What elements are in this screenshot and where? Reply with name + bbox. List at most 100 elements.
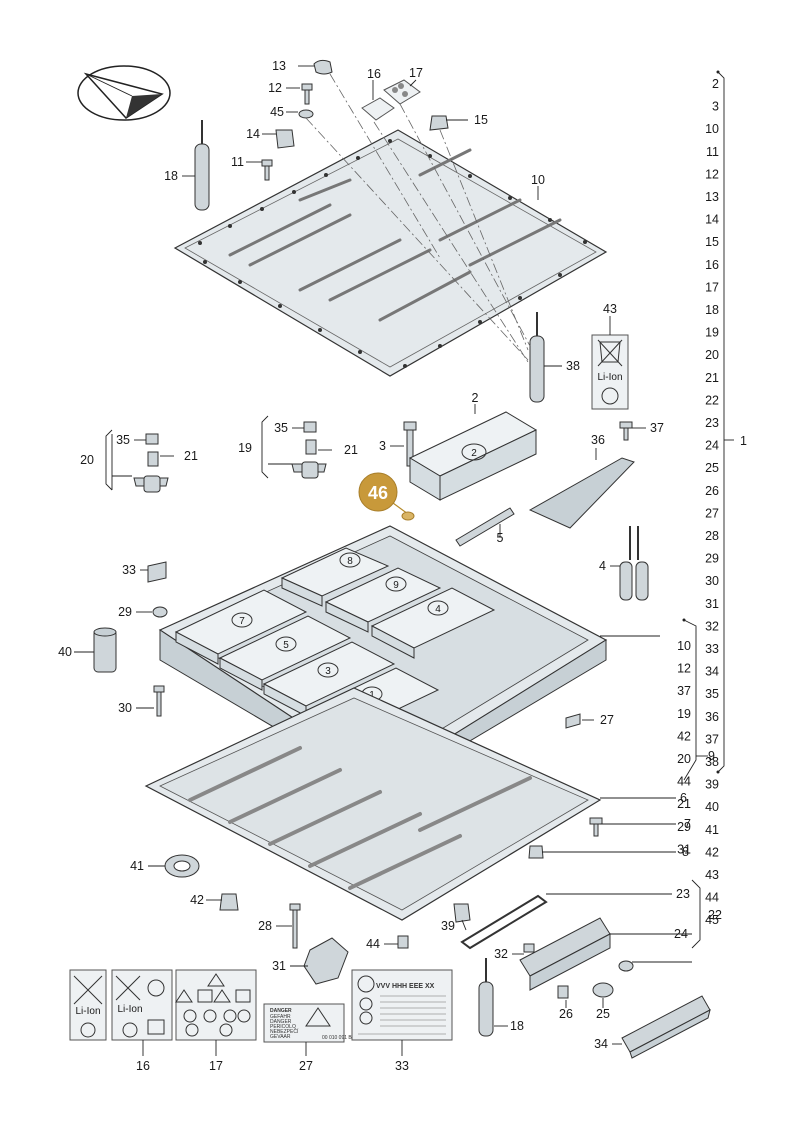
group-1-label: 1 [740, 434, 747, 448]
group-1-index-item: 19 [705, 326, 719, 340]
valve-15 [429, 115, 449, 131]
module-9: 9 [324, 567, 442, 633]
callout-2: 2 [472, 391, 479, 405]
sensor-38 [529, 312, 545, 403]
leader-lines [74, 65, 701, 1056]
connector-group-20 [133, 433, 169, 493]
group-9-index-item: 10 [677, 639, 691, 653]
bracket-31 [303, 937, 349, 985]
bolt-12 [301, 83, 313, 105]
callout-35-left: 35 [116, 433, 130, 447]
callout-5: 5 [497, 531, 504, 545]
module-5: 5 [218, 615, 352, 691]
seal-16 [361, 97, 395, 121]
group-1-index-item: 11 [706, 145, 719, 159]
callout-33-bottom: 33 [395, 1059, 409, 1073]
callout-37: 37 [650, 421, 664, 435]
group-1-index-item: 45 [705, 913, 719, 927]
highlight-badge-46[interactable]: 46 [358, 472, 415, 521]
group-1-index-item: 42 [705, 845, 719, 859]
screw-37 [619, 421, 633, 441]
group-1-index-item: 22 [705, 393, 719, 407]
group-1-index-item: 3 [712, 100, 719, 114]
callout-29: 29 [118, 605, 132, 619]
group-1-index-item: 41 [705, 823, 719, 837]
group-1-index-item: 13 [705, 190, 719, 204]
group-1-index-item: 15 [705, 235, 719, 249]
bolt-26 [557, 985, 569, 999]
module-number-2: 2 [471, 448, 477, 459]
callout-20: 20 [80, 453, 94, 467]
nut-8 [528, 845, 544, 859]
callout-32: 32 [494, 947, 508, 961]
group-9-index-item: 20 [677, 752, 691, 766]
callout-40: 40 [58, 645, 72, 659]
module-number-8: 8 [347, 556, 353, 567]
valve-39 [453, 903, 471, 923]
module-number-4: 4 [435, 604, 441, 615]
group-1-index-item: 35 [705, 687, 719, 701]
group-1-index-item: 18 [705, 303, 719, 317]
label-card-27-danger: DANGER GEFAHR DANGER PERICOLO NEBEZPEČÍ … [263, 1003, 352, 1043]
group-1-index-item: 44 [705, 891, 719, 905]
group-9-index-item: 31 [677, 842, 691, 856]
group-1-index-item: 24 [705, 439, 719, 453]
callout-25: 25 [596, 1007, 610, 1021]
small-plate-27 [565, 713, 581, 729]
group-1-index-item: 27 [705, 506, 719, 520]
callout-15: 15 [474, 113, 488, 127]
li-ion-text: Li-Ion [597, 372, 622, 383]
module-number-5: 5 [283, 640, 289, 651]
module-number-7: 7 [239, 616, 245, 627]
callout-24: 24 [674, 927, 688, 941]
danger-line-5: GEVAAR [270, 1034, 291, 1040]
group-1-index-item: 32 [705, 619, 719, 633]
callout-38: 38 [566, 359, 580, 373]
li-ion-text-16b: Li-Ion [117, 1004, 142, 1015]
callout-31: 31 [272, 959, 286, 973]
callout-11: 11 [231, 155, 244, 169]
callout-36: 36 [591, 433, 605, 447]
label-card-16-b: Li-Ion [111, 969, 173, 1041]
nut-14 [275, 129, 295, 149]
module-3: 3 [262, 641, 396, 717]
label-card-16-a: Li-Ion [69, 969, 107, 1041]
cap-13 [313, 59, 333, 75]
group-1-index-item: 31 [705, 597, 719, 611]
callout-21-left: 21 [184, 449, 198, 463]
module-4: 4 [370, 587, 496, 659]
callout-33-mid: 33 [122, 563, 136, 577]
cap-25 [592, 982, 614, 998]
group-9-index-item: 12 [677, 662, 691, 676]
callout-26: 26 [559, 1007, 573, 1021]
callout-10-top: 10 [531, 173, 545, 187]
callout-19: 19 [238, 441, 252, 455]
connector-group-19 [291, 421, 327, 479]
group-1-index-item: 26 [705, 484, 719, 498]
seal-17 [383, 79, 421, 105]
top-cover-plate [173, 129, 608, 377]
bolt-30 [153, 685, 165, 717]
sensors-4 [619, 526, 649, 601]
group-1-index-item: 20 [705, 348, 719, 362]
plug-44 [397, 935, 409, 949]
group-9-index-item: 44 [677, 775, 691, 789]
li-ion-text-16a: Li-Ion [75, 1006, 100, 1017]
danger-line-1: GEFAHR [270, 1014, 291, 1020]
module-7: 7 [174, 589, 308, 665]
callout-6: 6 [680, 791, 687, 805]
callout-22: 22 [708, 908, 722, 922]
li-ion-label-43: Li-Ion [591, 334, 629, 410]
callout-28: 28 [258, 919, 272, 933]
callout-16-bottom: 16 [136, 1059, 150, 1073]
label-33-small [147, 561, 167, 583]
group-9-index-item: 37 [677, 684, 691, 698]
danger-line-3: PERICOLO [270, 1024, 296, 1030]
callout-34: 34 [594, 1037, 608, 1051]
group-1-index-item: 21 [705, 371, 719, 385]
group-1-index-item: 2 [712, 77, 719, 91]
callout-42: 42 [190, 893, 204, 907]
callout-27-bottom: 27 [299, 1059, 313, 1073]
group-1-index-item: 43 [705, 868, 719, 882]
